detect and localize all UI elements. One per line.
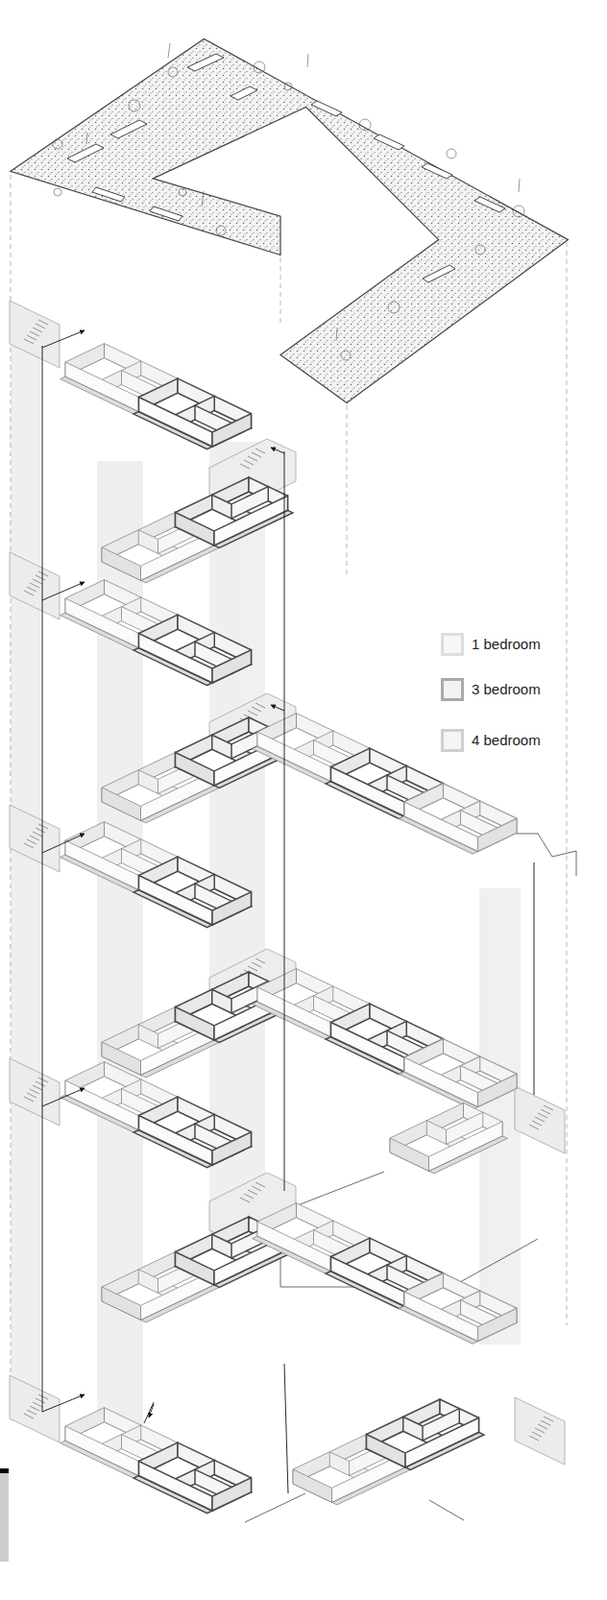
- legend-label: 1 bedroom: [471, 635, 541, 654]
- drawing-part: [10, 336, 41, 1422]
- circulation-line: [42, 330, 535, 1494]
- drawing-part: [421, 163, 453, 179]
- drawing-part: [270, 447, 285, 454]
- drawing-part: [399, 1273, 517, 1344]
- drawing-part: [230, 86, 258, 100]
- stair: [9, 300, 565, 1465]
- drawing-part: [284, 82, 292, 91]
- drawing-part: [389, 1102, 508, 1173]
- floor-plan: [60, 969, 538, 1287]
- drawing-part: [149, 206, 183, 221]
- drawing-part: [359, 119, 371, 131]
- drawing-part: [42, 582, 85, 601]
- drawing-part: [67, 144, 104, 163]
- drawing-part: [128, 99, 141, 112]
- legend-entry: 4 bedroom: [440, 726, 541, 755]
- legend-entry: 3 bedroom: [440, 675, 541, 705]
- drawing-part: [399, 783, 517, 854]
- drawing-part: [373, 134, 405, 150]
- drawing-part: [110, 120, 147, 139]
- drawing-part: [133, 1096, 251, 1167]
- drawing-part: [42, 1394, 85, 1412]
- drawing-part: [446, 148, 457, 159]
- drawing-part: [9, 552, 60, 620]
- drawing-part: [42, 330, 85, 348]
- floor-plan: [60, 1203, 517, 1523]
- legend-label: 4 bedroom: [471, 731, 541, 750]
- drawing-part: [42, 345, 44, 1412]
- legend-swatch: [440, 632, 464, 656]
- drawing-part: [366, 1399, 485, 1470]
- drawing-part: [514, 1397, 565, 1465]
- floor-plan: [60, 477, 293, 686]
- drawing-part: [53, 188, 62, 196]
- legend-label: 3 bedroom: [471, 680, 541, 699]
- drawing-part: [253, 61, 266, 73]
- drawing-part: [516, 833, 577, 876]
- page-marker: [0, 1468, 9, 1562]
- drawing-part: [144, 1363, 289, 1494]
- drawing-part: [270, 704, 285, 711]
- drawing-part: [86, 43, 520, 341]
- drawing-part: [42, 1088, 85, 1107]
- drawing-part: [178, 188, 187, 196]
- drawing-part: [475, 244, 486, 255]
- drawing-part: [280, 257, 282, 327]
- drawing-part: [92, 187, 125, 202]
- drawing-part: [133, 1442, 251, 1513]
- drawing-part: [512, 205, 525, 218]
- drawing-part: [284, 451, 286, 1191]
- legend-swatch: [440, 728, 464, 753]
- drawing-part: [399, 1039, 517, 1110]
- drawing-part: [133, 856, 251, 927]
- drawing-part: [474, 196, 506, 213]
- legend-swatch: [440, 678, 464, 702]
- drawing-part: [388, 301, 400, 314]
- floor-plan: [60, 713, 577, 928]
- drawing-part: [9, 1058, 60, 1126]
- drawing-part: [311, 100, 342, 117]
- drawing-part: [168, 67, 178, 77]
- drawing-part: [422, 265, 456, 283]
- drawing-part: [244, 1493, 464, 1523]
- drawing-part: [216, 225, 226, 236]
- drawing-part: [148, 1404, 154, 1418]
- drawing-part: [340, 350, 351, 361]
- drawing-part: [0, 1468, 9, 1474]
- drawing-part: [534, 862, 535, 1095]
- drawing-part: [187, 53, 224, 72]
- drawing-part: [9, 804, 60, 873]
- legend-entry: 1 bedroom: [440, 630, 541, 659]
- drawing-part: [52, 139, 63, 149]
- drawing-part: [42, 833, 85, 853]
- drawing-part: [67, 53, 506, 283]
- drawing-part: [0, 1473, 9, 1562]
- drawing-part: [133, 378, 251, 449]
- drawing-part: [9, 300, 60, 368]
- drawing-part: [9, 1375, 60, 1443]
- drawing-part: [52, 43, 525, 361]
- drawing-part: [10, 174, 12, 1384]
- drawing-part: [133, 614, 251, 685]
- drawing-part: [514, 1086, 565, 1154]
- drawing-part: [346, 405, 348, 577]
- shaft-band: [10, 336, 521, 1460]
- drawing-part: [175, 477, 293, 548]
- drawing-part: [566, 242, 568, 1326]
- floor-plan: [60, 343, 252, 450]
